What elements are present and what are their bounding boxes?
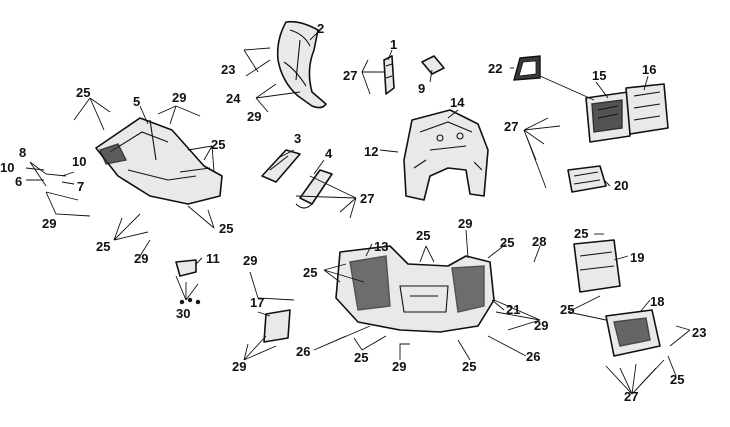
part-3-side-trim bbox=[261, 149, 301, 183]
callout-25-a: 25 bbox=[76, 85, 90, 100]
callout-18: 18 bbox=[650, 294, 664, 309]
callout-1: 1 bbox=[390, 37, 397, 52]
callout-25-f: 25 bbox=[416, 228, 430, 243]
callout-11: 11 bbox=[206, 251, 220, 266]
part-9-decal bbox=[421, 55, 445, 75]
callout-25-c: 25 bbox=[219, 221, 233, 236]
callout-27-mid: 27 bbox=[360, 191, 374, 206]
callout-9: 9 bbox=[418, 81, 425, 96]
callout-23-right: 23 bbox=[692, 325, 706, 340]
callout-26-right: 26 bbox=[526, 349, 540, 364]
callout-3: 3 bbox=[294, 131, 301, 146]
callout-25-b: 25 bbox=[211, 137, 225, 152]
callout-20: 20 bbox=[614, 178, 628, 193]
part-19-rear-housing bbox=[573, 239, 621, 293]
part-30-clips bbox=[179, 297, 201, 305]
callout-5: 5 bbox=[133, 94, 140, 109]
callout-29-e: 29 bbox=[243, 253, 257, 268]
callout-25-l: 25 bbox=[670, 372, 684, 387]
callout-15: 15 bbox=[592, 68, 606, 83]
callout-10-right: 10 bbox=[72, 154, 86, 169]
callout-26-left: 26 bbox=[296, 344, 310, 359]
callout-25-h: 25 bbox=[574, 226, 588, 241]
callout-25-k: 25 bbox=[462, 359, 476, 374]
callout-17: 17 bbox=[250, 295, 264, 310]
callout-19: 19 bbox=[630, 250, 644, 265]
callout-14: 14 bbox=[450, 95, 465, 110]
callout-2: 2 bbox=[317, 21, 324, 36]
callout-23-top: 23 bbox=[221, 62, 235, 77]
part-1-bracket bbox=[383, 55, 395, 95]
callout-29-a: 29 bbox=[172, 90, 186, 105]
part-17-panel bbox=[263, 309, 291, 343]
callout-27-bottom: 27 bbox=[624, 389, 638, 404]
callout-24: 24 bbox=[226, 91, 241, 106]
callout-29-i: 29 bbox=[392, 359, 406, 374]
part-18-rear-lamp bbox=[605, 309, 661, 357]
callout-25-g: 25 bbox=[500, 235, 514, 250]
part-20-lamp bbox=[567, 165, 607, 193]
part-13-main-body bbox=[335, 245, 495, 333]
callout-30: 30 bbox=[176, 306, 190, 321]
callout-4: 4 bbox=[325, 146, 333, 161]
callout-29-d: 29 bbox=[134, 251, 148, 266]
callout-27-right: 27 bbox=[504, 119, 518, 134]
callout-12: 12 bbox=[364, 144, 378, 159]
callout-25-e: 25 bbox=[303, 265, 317, 280]
callout-28: 28 bbox=[532, 234, 546, 249]
part-4-side-trim bbox=[295, 169, 333, 209]
part-11-bracket bbox=[175, 259, 197, 277]
callout-6: 6 bbox=[15, 174, 22, 189]
callout-29-b: 29 bbox=[247, 109, 261, 124]
callout-7: 7 bbox=[77, 179, 84, 194]
callout-29-h: 29 bbox=[232, 359, 246, 374]
part-22-frame bbox=[513, 55, 541, 81]
callout-16: 16 bbox=[642, 62, 656, 77]
callout-22: 22 bbox=[488, 61, 502, 76]
part-15-headlight-housing bbox=[585, 91, 631, 143]
callout-labels: 1 2 3 4 5 6 7 8 9 10 10 11 12 13 14 15 1… bbox=[0, 21, 706, 404]
callout-25-d: 25 bbox=[96, 239, 110, 254]
callout-21: 21 bbox=[506, 302, 520, 317]
callout-29-f: 29 bbox=[458, 216, 472, 231]
callout-25-j: 25 bbox=[354, 350, 368, 365]
callout-8: 8 bbox=[19, 145, 26, 160]
callout-10-left: 10 bbox=[0, 160, 14, 175]
part-16-headlight-lens bbox=[625, 83, 669, 135]
part-5-front-body bbox=[95, 117, 223, 205]
part-2-shield bbox=[276, 20, 327, 109]
callout-27-top: 27 bbox=[343, 68, 357, 83]
callout-25-i: 25 bbox=[560, 302, 574, 317]
callout-13: 13 bbox=[374, 239, 388, 254]
callout-29-g: 29 bbox=[534, 318, 548, 333]
callout-29-c: 29 bbox=[42, 216, 56, 231]
part-14-front-fascia bbox=[403, 109, 489, 201]
leader-lines bbox=[25, 31, 691, 395]
